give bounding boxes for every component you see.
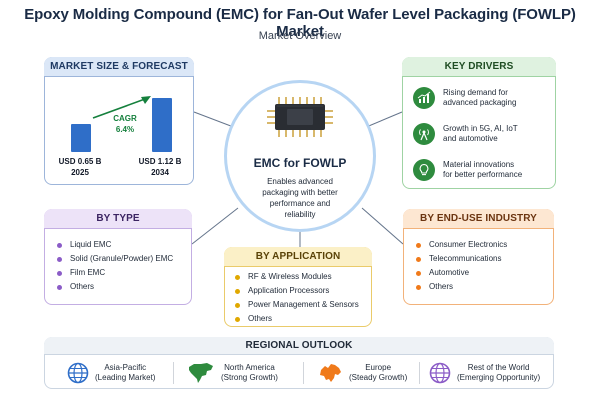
list-item: Application Processors [235,284,359,298]
region-asia-pacific: Asia-Pacific (Leading Market) [67,360,155,386]
cagr-label: CAGR 6.4% [107,113,143,135]
driver-item: Rising demand for advanced packaging [413,84,553,112]
driver-text: Material innovations for better performa… [443,160,523,179]
list-item: Solid (Granule/Powder) EMC [57,252,173,266]
list-item: Telecommunications [416,252,507,266]
region-text: Asia-Pacific (Leading Market) [95,363,156,382]
driver-text: Growth in 5G, AI, IoT and automotive [443,124,518,143]
bar-2025 [71,124,91,152]
center-title: EMC for FOWLP [253,156,347,170]
regional-outlook-panel: REGIONAL OUTLOOK Asia-Pacific (Leading M… [44,337,554,389]
north-america-map-icon [189,363,213,383]
region-north-america: North America (Strong Growth) [187,360,278,386]
page-title: Epoxy Molding Compound (EMC) for Fan-Out… [24,6,576,40]
by-type-panel: BY TYPE Liquid EMC Solid (Granule/Powder… [44,209,192,305]
key-drivers-heading: KEY DRIVERS [402,57,556,77]
region-text: Europe (Steady Growth) [349,363,408,382]
connector-market [193,111,237,129]
antenna-icon [413,123,435,145]
list-item: RF & Wireless Modules [235,270,359,284]
list-item: Automotive [416,266,507,280]
chip-icon [267,97,333,137]
europe-map-icon [320,364,341,382]
globe-icon [67,362,89,384]
lightbulb-icon [413,159,435,181]
by-application-panel: BY APPLICATION RF & Wireless Modules App… [224,247,372,327]
by-industry-list: Consumer Electronics Telecommunications … [416,238,507,294]
by-type-heading: BY TYPE [44,209,192,229]
market-size-heading: MARKET SIZE & FORECAST [44,57,194,77]
market-label-2034: USD 1.12 B 2034 [138,157,182,177]
driver-item: Growth in 5G, AI, IoT and automotive [413,120,553,148]
connector-drivers [363,111,403,129]
list-item: Others [57,280,173,294]
growth-arrow-icon [92,96,151,119]
key-drivers-panel: KEY DRIVERS Rising demand for advanced p… [402,57,556,189]
driver-text: Rising demand for advanced packaging [443,88,517,107]
world-globe-icon [429,362,451,384]
list-item: Consumer Electronics [416,238,507,252]
connector-type [191,207,239,245]
market-size-panel: MARKET SIZE & FORECAST CAGR 6.4% USD 0.6… [44,57,194,185]
by-application-heading: BY APPLICATION [224,247,372,267]
divider [419,362,420,384]
bar-2034 [152,98,172,152]
list-item: Film EMC [57,266,173,280]
region-text: North America (Strong Growth) [221,363,278,382]
region-text: Rest of the World (Emerging Opportunity) [457,363,541,382]
by-industry-heading: BY END-USE INDUSTRY [403,209,554,229]
list-item: Liquid EMC [57,238,173,252]
by-application-list: RF & Wireless Modules Application Proces… [235,270,359,326]
list-item: Others [235,312,359,326]
by-type-list: Liquid EMC Solid (Granule/Powder) EMC Fi… [57,238,173,294]
list-item: Others [416,280,507,294]
cagr-value: 6.4% [115,125,135,134]
list-item: Power Management & Sensors [235,298,359,312]
divider [303,362,304,384]
region-rest-of-world: Rest of the World (Emerging Opportunity) [429,360,540,386]
by-industry-panel: BY END-USE INDUSTRY Consumer Electronics… [403,209,554,305]
region-europe: Europe (Steady Growth) [317,360,407,386]
connector-industry [361,207,404,245]
chart-growth-icon [413,87,435,109]
divider [173,362,174,384]
center-description: Enables advanced packaging with better p… [262,177,338,219]
driver-item: Material innovations for better performa… [413,156,553,184]
market-label-2025: USD 0.65 B 2025 [58,157,102,177]
page-subtitle: Market Overview [258,30,342,42]
regional-outlook-heading: REGIONAL OUTLOOK [44,337,554,355]
